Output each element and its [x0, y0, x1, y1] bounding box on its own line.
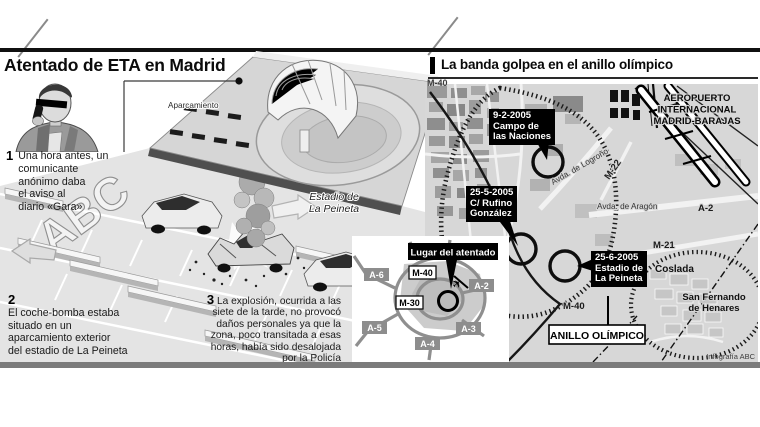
header-rule — [428, 77, 758, 79]
attack-site-callout-box — [408, 243, 498, 260]
town-blocks — [649, 268, 724, 338]
platform-parking-marks — [169, 105, 250, 148]
step-3-line: por la Policía — [282, 353, 341, 365]
stadium-name-line2: La Peineta — [309, 203, 359, 215]
step-1-number: 1 — [6, 148, 14, 163]
parking-label: Aparcamiento — [168, 101, 219, 110]
road-label-a2: A-2 — [474, 281, 489, 291]
event-place: las Naciones — [493, 131, 552, 143]
attack-location-circle — [437, 290, 459, 312]
callout-pointers — [497, 141, 593, 271]
inset-road-labels: A-6 M-40 A-2 M-30 A-5 A-3 A-4 — [362, 265, 494, 350]
attack-site-callout: Lugar del atentado — [411, 248, 496, 259]
header-lead-bar — [430, 57, 435, 74]
step-3-line: zona, poco transitada a esas — [210, 330, 341, 342]
olympic-ring-map: ANILLO OLÍMPICO Avda. de Logroño M-22 AE… — [425, 84, 758, 362]
event-circle-peineta — [548, 249, 582, 283]
event-callout-campo: 9-2-2005 Campo de las Naciones — [489, 109, 556, 145]
grandstand-comb — [267, 59, 358, 153]
map-header: La banda golpea en el anillo olímpico — [441, 57, 673, 72]
road-label-a6: A-6 — [369, 270, 384, 280]
event-place: González — [470, 208, 512, 220]
scene-leader-line — [123, 77, 243, 152]
step-2-number: 2 — [8, 292, 16, 307]
step-1-line: Una hora antes, un — [18, 150, 109, 162]
step-2-line: aparcamiento exterior — [8, 332, 111, 345]
road-label-m40-mid: M-40 — [563, 301, 585, 312]
stadium-scene: ABC — [0, 51, 449, 364]
road-label-m40: M-40 — [412, 268, 433, 278]
airport-terminal — [610, 90, 640, 120]
road-label-m30: M-30 — [399, 298, 420, 308]
road-label-a5: A-5 — [367, 323, 382, 333]
step-1-line: comunicante — [18, 162, 79, 175]
step-3-number: 3 — [206, 292, 215, 307]
airport-label-line1: AEROPUERTO — [664, 93, 731, 104]
event-place: La Peineta — [595, 273, 643, 285]
road-a2 — [588, 193, 758, 218]
road-label-m40-top: M-40 — [427, 78, 448, 88]
place-label-coslada: Coslada — [655, 264, 694, 275]
airport-label-line2: INTERNACIONAL — [658, 105, 737, 116]
bottom-bar — [0, 362, 760, 368]
airport-mark — [453, 275, 469, 289]
road-m22 — [599, 141, 633, 201]
debris — [188, 256, 306, 288]
top-rule — [0, 48, 760, 52]
step-1-line: anónimo daba — [18, 175, 86, 188]
step-1-line: diario «Gara» — [18, 201, 83, 214]
parked-car — [141, 193, 223, 235]
event-date: 9-2-2005 — [493, 110, 532, 121]
event-place: C/ Rufino — [470, 197, 513, 209]
airport-label-line3: MADRID-BARAJAS — [653, 116, 740, 127]
step-3-line: horas, había sido desalojada — [210, 341, 341, 353]
ring-label-box — [548, 324, 646, 345]
step-2-line: situado en un — [8, 319, 72, 332]
event-callout-peineta: 25-6-2005 Estadio de La Peineta — [591, 251, 648, 287]
road-label-m21: M-21 — [653, 240, 675, 251]
road-m40 — [429, 91, 562, 362]
step-2-line: El coche-bomba estaba — [8, 306, 120, 319]
road-label-avda-aragon: Avda. de Aragón — [597, 202, 658, 211]
step-3-note: 3 La explosión, ocurrida a las siete de … — [176, 292, 341, 365]
step-2-note: 2 El coche-bomba estaba situado en un ap… — [8, 292, 128, 358]
ring-label: ANILLO OLÍMPICO — [550, 329, 644, 342]
step-1-line: el aviso al — [18, 188, 66, 201]
step-3-line: daños personales ya que la — [216, 318, 341, 330]
event-date: 25-5-2005 — [470, 187, 514, 198]
place-label-san-fernando-2: de Henares — [688, 303, 739, 314]
phone-caller-illustration — [15, 83, 99, 152]
event-place: Estadio de — [595, 262, 644, 274]
airport-runways — [634, 84, 758, 205]
step-3-line: La explosión, ocurrida a las — [216, 296, 341, 307]
san-fernando-boundary — [628, 249, 758, 361]
event-date: 25-6-2005 — [595, 252, 639, 263]
event-callout-rufino: 25-5-2005 C/ Rufino González — [466, 186, 518, 222]
asphalt-arrows — [10, 193, 318, 265]
place-label-san-fernando-1: San Fernando — [682, 292, 746, 303]
credit-line: Infografía ABC — [706, 352, 755, 361]
callout-pointer — [446, 260, 457, 289]
step-2-line: del estadio de La Peineta — [8, 345, 128, 358]
road-avda-logrono — [538, 126, 613, 211]
road-label-a3: A-3 — [461, 324, 476, 334]
olympic-ring-boundary — [438, 85, 619, 319]
step-1-note: 1 Una hora antes, un comunicante anónimo… — [6, 148, 109, 214]
event-place: Campo de — [493, 120, 539, 132]
censor-bar — [35, 98, 68, 109]
road-label-a2: A-2 — [698, 203, 713, 214]
page-title: Atentado de ETA en Madrid — [4, 55, 226, 75]
road-label-a4: A-4 — [420, 339, 435, 349]
stadium-name-line1: Estadio de — [309, 191, 359, 203]
step-3-line: siete de la tarde, no provocó — [212, 307, 341, 319]
attack-site-inset-map: ✈ A-6 M-40 A-2 M-30 A-5 A-3 A-4 Lugar de… — [352, 236, 509, 366]
